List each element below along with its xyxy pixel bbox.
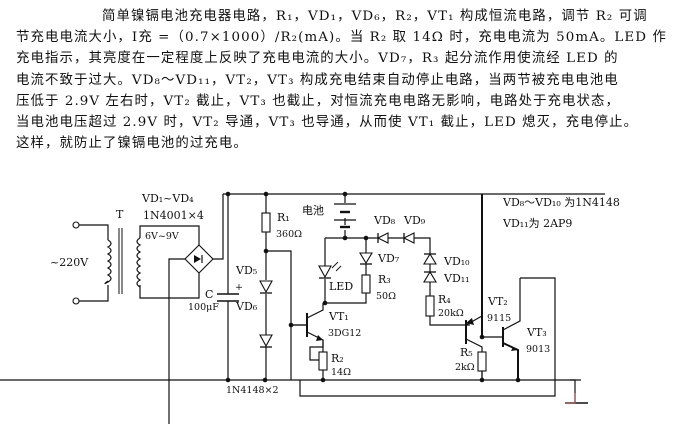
transformer: T 6V~9V	[116, 208, 200, 299]
led-label: LED	[329, 280, 353, 293]
battery: 电池	[302, 194, 356, 238]
note-line-1: VD₈～VD₁₀ 为1N4148	[502, 196, 620, 209]
r2-resistor: R₂ 14Ω	[309, 340, 351, 380]
vt2-part-label: 9115	[487, 313, 511, 324]
vd9-diode: VD₉	[402, 214, 426, 244]
r4-resistor: R₄ 20kΩ	[425, 293, 464, 319]
r3-name-label: R₃	[378, 273, 391, 286]
capacitor-value-label: 100μF	[188, 302, 219, 313]
vt1-name-label: VT₁	[328, 310, 349, 323]
vd8-diode: VD₈	[373, 214, 396, 244]
r4-value-label: 20kΩ	[438, 308, 464, 319]
vd10-label: VD₁₀	[443, 255, 470, 268]
vd9-label: VD₉	[403, 214, 426, 227]
description-line: 这样，就防止了镍镉电池的过充电。	[16, 136, 248, 152]
r2-name-label: R₂	[331, 352, 344, 365]
r5-name-label: R₅	[460, 346, 473, 359]
r3-value-label: 50Ω	[376, 291, 396, 302]
vd10-diode: VD₁₀	[423, 252, 470, 268]
vt3-name-label: VT₃	[526, 326, 547, 339]
vd6-label: VD₆	[235, 300, 258, 313]
secondary-voltage-label: 6V~9V	[145, 231, 179, 242]
vd11-diode: VD₁₁	[423, 270, 470, 285]
r1-value-label: 360Ω	[276, 229, 302, 240]
battery-label: 电池	[302, 204, 324, 217]
r5-value-label: 2kΩ	[455, 362, 475, 373]
bridge-rectifier: VD₁~VD₄ 1N4001×4	[141, 192, 224, 424]
led: LED	[318, 238, 353, 303]
vd7-label: VD₇	[377, 252, 400, 265]
capacitor-c: + C 100μF	[188, 194, 243, 380]
description-line: 简单镍镉电池充电器电路，R₁，VD₁，VD₆，R₂，VT₁ 构成恒流电路，调节 …	[102, 9, 648, 24]
bridge-part-label: 1N4001×4	[143, 209, 204, 222]
vt2-name-label: VT₂	[487, 295, 508, 308]
vt1-transistor: VT₁ 3DG12	[288, 303, 361, 352]
vt3-transistor: VT₃ 9013	[502, 278, 550, 380]
description-line: 节充电电流大小，I充 =（0.7×1000）/R₂(mA)。当 R₂ 取 14Ω…	[16, 30, 667, 46]
description-line: 充电指示，其亮度在一定程度上反映了充电电流的大小。VD₇，R₃ 起分流作用使流经…	[16, 51, 619, 67]
vd56-part-label: 1N4148×2	[226, 385, 279, 396]
vd7-diode: VD₇	[359, 238, 400, 275]
junction-dot	[342, 235, 348, 241]
description-line: 压低于 2.9V 左右时，VT₂ 截止，VT₃ 也截止，对恒流充电电路无影响，电…	[16, 93, 621, 109]
r1-resistor	[261, 212, 271, 233]
r5-resistor: R₅ 2kΩ	[455, 346, 487, 380]
vd6-diode	[259, 334, 273, 348]
description-line: 电流不致于过大。VD₈～VD₁₁，VT₂，VT₃ 构成充电结束自动停止电路，当两…	[16, 72, 619, 88]
description-paragraph: 简单镍镉电池充电器电路，R₁，VD₁，VD₆，R₂，VT₁ 构成恒流电路，调节 …	[16, 6, 686, 154]
vt3-part-label: 9013	[526, 344, 550, 355]
r2-value-label: 14Ω	[331, 367, 351, 378]
junction-dot	[262, 377, 268, 383]
vd5-diode	[259, 280, 273, 294]
r1-name-label: R₁	[277, 211, 290, 224]
vt1-part-label: 3DG12	[328, 328, 361, 339]
mains-voltage-label: ~220V	[50, 256, 89, 269]
transformer-label: T	[116, 208, 124, 221]
svg-text:+: +	[235, 282, 243, 293]
bridge-name-label: VD₁~VD₄	[141, 192, 194, 205]
junction-dot	[322, 300, 328, 306]
vd5-label: VD₅	[235, 264, 257, 277]
description-line: 当电池电压超过 2.9V 时，VT₂ 导通，VT₃ 也导通，从而使 VT₁ 截止…	[16, 115, 639, 131]
note-line-2: VD₁₁为 2AP9	[502, 217, 572, 230]
vd8-label: VD₈	[373, 214, 396, 227]
mains-input: ~220V	[50, 221, 112, 305]
r1-vd5-vd6-branch: R₁ 360Ω VD₅ VD₆ 1N4148×2	[226, 194, 307, 396]
r3-resistor: R₃ 50Ω	[361, 273, 396, 302]
capacitor-name-label: C	[205, 288, 213, 301]
vd11-label: VD₁₁	[443, 272, 470, 285]
r4-name-label: R₄	[438, 293, 451, 306]
